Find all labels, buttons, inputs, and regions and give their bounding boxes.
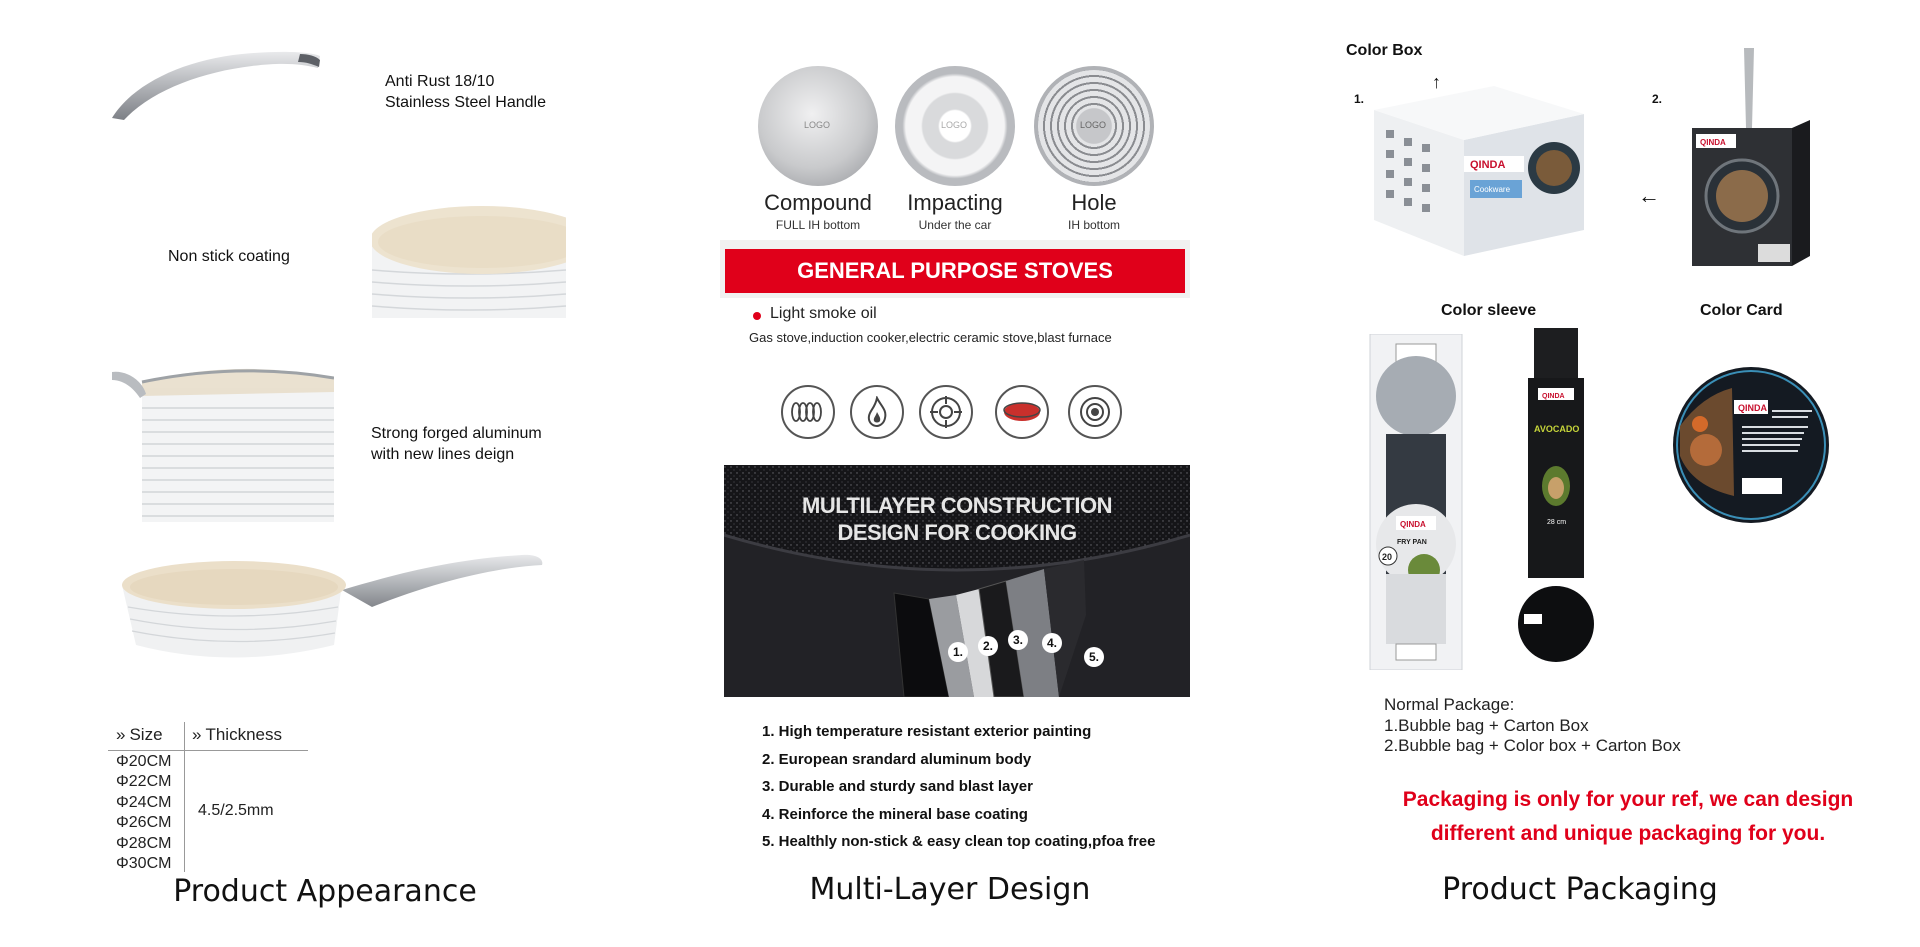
layer-description-list: 1. High temperature resistant exterior p… [762, 718, 1155, 856]
construction-title-line2: DESIGN FOR COOKING [837, 520, 1077, 545]
box-brand: QINDA [1470, 159, 1506, 171]
layer-number-badge: 4. [1042, 633, 1062, 653]
pan-cross-section-image [724, 465, 1190, 697]
compound-subtitle: FULL IH bottom [775, 218, 861, 232]
color-box-image: QINDA Cookware [1374, 86, 1584, 256]
layer-item: 3. Durable and sturdy sand blast layer [762, 778, 1033, 795]
multi-layer-design-caption: Multi-Layer Design [809, 872, 1091, 907]
aluminum-label-line2: with new lines deign [371, 446, 515, 463]
bullet-dot [753, 312, 761, 320]
induction-icon [1068, 385, 1122, 439]
gas-burner-icon [919, 385, 973, 439]
svg-text:QINDA: QINDA [1400, 520, 1426, 529]
impacting-subtitle: Under the car [918, 218, 992, 232]
ceramic-plate-icon [995, 385, 1049, 439]
step-two-label: 2. [1652, 92, 1663, 106]
hole-bottom-disc: LOGO [1034, 66, 1154, 186]
compound-title: Compound [764, 190, 872, 215]
aluminum-pot-image [112, 368, 334, 522]
color-card-label: Color Card [1700, 302, 1783, 319]
packaging-note-line2: different and unique packaging for you. [1430, 822, 1826, 845]
packaging-note-line1: Packaging is only for your ref, we can d… [1402, 788, 1854, 811]
impacting-title: Impacting [907, 190, 1003, 215]
layer-number-badge: 2. [978, 636, 998, 656]
normal-package-title: Normal Package: [1384, 695, 1515, 714]
svg-text:QINDA: QINDA [1738, 403, 1768, 413]
handle-label-line1: Anti Rust 18/10 [385, 73, 495, 90]
svg-text:28 cm: 28 cm [1547, 519, 1566, 526]
construction-title-line1: MULTILAYER CONSTRUCTION [802, 493, 1112, 518]
gas-flame-icon [850, 385, 904, 439]
size-thickness-table: »Size »Thickness Φ20CM Φ22CM Φ24CM Φ26CM… [108, 722, 308, 872]
coil-stove-icon [781, 385, 835, 439]
color-box-label: Color Box [1346, 42, 1423, 59]
general-purpose-stoves-banner: GENERAL PURPOSE STOVES [725, 249, 1185, 293]
svg-text:20: 20 [1382, 552, 1392, 562]
stainless-handle-image [112, 51, 320, 120]
size-item: Φ26CM [116, 814, 172, 832]
thickness-value: 4.5/2.5mm [198, 802, 274, 819]
sleeve-fry-pan-text: FRY PAN [1397, 539, 1427, 546]
thickness-header: »Thickness [192, 725, 282, 744]
layer-number-badge: 5. [1084, 647, 1104, 667]
svg-text:QINDA: QINDA [1542, 393, 1565, 400]
size-item: Φ22CM [116, 773, 172, 791]
box-subtitle: Cookware [1474, 185, 1511, 194]
arrow-left-icon: ← [1638, 183, 1660, 208]
disc-logo: LOGO [804, 120, 831, 130]
handle-label-line2: Stainless Steel Handle [385, 94, 546, 111]
layer-item: 5. Healthly non-stick & easy clean top c… [762, 833, 1156, 850]
sleeve-avocado-text: AVOCADO [1534, 424, 1579, 434]
disc-logo: LOGO [1080, 120, 1107, 130]
layer-number-badge: 1. [948, 642, 968, 662]
nonstick-pan-image [372, 206, 566, 318]
aluminum-feature-label: Strong forged aluminum with new lines de… [371, 423, 542, 465]
light-smoke-oil-text: Light smoke oil [770, 305, 877, 322]
coating-feature-label: Non stick coating [168, 248, 290, 265]
fry-pan-image [122, 554, 543, 658]
size-item: Φ30CM [116, 854, 172, 872]
hole-title: Hole [1071, 190, 1117, 215]
svg-text:QINDA: QINDA [1700, 138, 1726, 147]
size-item: Φ20CM [116, 753, 172, 770]
color-card-image: QINDA [1673, 367, 1829, 523]
avocado-sleeve-image: QINDA AVOCADO 28 cm [1518, 328, 1594, 662]
product-appearance-caption: Product Appearance [173, 874, 477, 909]
layer-item: 4. Reinforce the mineral base coating [762, 805, 1028, 823]
color-sleeve-label: Color sleeve [1441, 302, 1537, 319]
size-item: Φ24CM [116, 793, 172, 811]
disc-logo: LOGO [941, 120, 968, 130]
step-one-label: 1. [1354, 92, 1365, 106]
stove-types-text: Gas stove,induction cooker,electric cera… [749, 330, 1112, 345]
layer-number-badge: 3. [1008, 630, 1028, 650]
normal-package-block: Normal Package: 1.Bubble bag + Carton Bo… [1384, 695, 1681, 757]
handle-feature-label: Anti Rust 18/10 Stainless Steel Handle [385, 71, 546, 113]
compound-bottom-disc: LOGO [758, 66, 878, 186]
fry-pan-sleeve-image: QINDA FRY PAN 20 [1369, 334, 1463, 670]
multilayer-construction-panel: MULTILAYER CONSTRUCTION DESIGN FOR COOKI… [724, 465, 1190, 697]
size-list: Φ20CM Φ22CM Φ24CM Φ26CM Φ28CM Φ30CM [116, 752, 196, 874]
packaging-reference-note: Packaging is only for your ref, we can d… [1372, 783, 1884, 851]
hole-subtitle: IH bottom [1067, 218, 1121, 232]
size-item: Φ28CM [116, 834, 172, 852]
layer-item: 1. High temperature resistant exterior p… [762, 723, 1092, 740]
normal-package-line: 2.Bubble bag + Color box + Carton Box [1384, 736, 1681, 755]
normal-package-line: 1.Bubble bag + Carton Box [1384, 715, 1589, 735]
product-packaging-caption: Product Packaging [1442, 872, 1718, 907]
impacting-bottom-disc: LOGO [895, 66, 1015, 186]
color-card-box-image: QINDA [1692, 48, 1810, 266]
arrow-up-icon: ↑ [1432, 72, 1441, 92]
layer-item: 2. European srandard aluminum body [762, 750, 1032, 768]
size-header: »Size [116, 725, 163, 744]
aluminum-label-line1: Strong forged aluminum [371, 425, 542, 442]
